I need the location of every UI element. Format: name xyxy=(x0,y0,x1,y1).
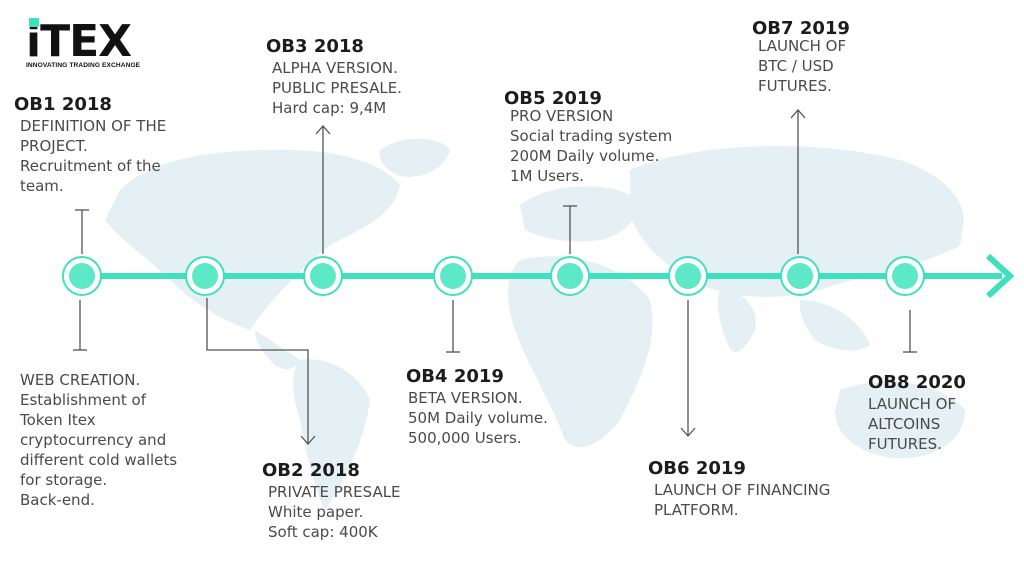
milestone-line: Back-end. xyxy=(20,491,95,509)
map-australia xyxy=(835,381,965,459)
world-map xyxy=(105,138,965,510)
node-dot xyxy=(69,263,95,289)
node-dot xyxy=(310,263,336,289)
milestone-ob6: OB6 2019 LAUNCH OF FINANCING PLATFORM. xyxy=(648,458,830,520)
connectors xyxy=(73,109,917,445)
milestone-line: cryptocurrency and xyxy=(20,431,167,449)
milestone-line: DEFINITION OF THE xyxy=(20,117,167,135)
milestone-line: LAUNCH OF xyxy=(758,37,847,55)
milestone-ob4: OB4 2019 BETA VERSION. 50M Daily volume.… xyxy=(406,366,548,448)
milestone-line: LAUNCH OF xyxy=(868,395,957,413)
logo-wordmark-text: iTEX xyxy=(26,16,132,67)
milestone-line: PROJECT. xyxy=(20,137,88,155)
milestone-line: Token Itex xyxy=(20,411,96,429)
milestone-ob7: OB7 2019 LAUNCH OF BTC / USD FUTURES. xyxy=(752,18,850,96)
milestone-line: FUTURES. xyxy=(758,77,832,95)
node-dot xyxy=(557,263,583,289)
milestone-line: 1M Users. xyxy=(510,167,585,185)
logo-wordmark: iTEX xyxy=(26,18,140,64)
milestone-line: team. xyxy=(20,177,64,195)
milestone-title: OB4 2019 xyxy=(406,366,504,387)
milestone-line: Recruitment of the xyxy=(20,157,161,175)
milestone-line: 200M Daily volume. xyxy=(510,147,660,165)
node-dot xyxy=(440,263,466,289)
connector-ob7-arrow-icon xyxy=(790,109,806,119)
milestone-title: OB5 2019 xyxy=(504,88,602,109)
milestone-line: PRIVATE PRESALE xyxy=(268,483,401,501)
connector-ob2-arrow-icon xyxy=(300,435,316,445)
map-south-america xyxy=(293,359,370,510)
connector-ob2-elbow xyxy=(206,298,309,444)
node-dot xyxy=(787,263,813,289)
milestone-ob8: OB8 2020 LAUNCH OF ALTCOINS FUTURES. xyxy=(868,372,966,454)
logo-dot xyxy=(29,18,39,27)
milestone-title: OB3 2018 xyxy=(266,36,364,57)
map-india xyxy=(717,290,756,353)
milestone-line: WEB CREATION. xyxy=(20,371,141,389)
timeline-arrow-icon xyxy=(985,253,1015,299)
timeline-node xyxy=(303,256,343,296)
milestone-line: BETA VERSION. xyxy=(408,389,523,407)
connector-ob3-arrow-icon xyxy=(315,125,331,135)
milestone-ob5: OB5 2019 PRO VERSION Social trading syst… xyxy=(504,88,672,186)
map-africa xyxy=(508,256,653,448)
timeline-node xyxy=(185,256,225,296)
milestone-line: different cold wallets xyxy=(20,451,178,469)
timeline-node xyxy=(780,256,820,296)
milestone-line: 50M Daily volume. xyxy=(408,409,548,427)
milestone-line: Soft cap: 400K xyxy=(268,523,378,541)
timeline-node xyxy=(668,256,708,296)
itex-logo: iTEX INNOVATING TRADING EXCHANGE xyxy=(26,18,141,69)
web-creation-text: WEB CREATION. Establishment of Token Ite… xyxy=(20,370,177,510)
milestone-title: OB1 2018 xyxy=(14,94,112,115)
node-dot xyxy=(892,263,918,289)
milestone-line: BTC / USD xyxy=(758,57,834,75)
milestone-line: PLATFORM. xyxy=(654,501,739,519)
map-greenland xyxy=(379,138,450,177)
milestone-ob1: OB1 2018 DEFINITION OF THE PROJECT. Recr… xyxy=(14,94,166,196)
milestone-ob2: OB2 2018 PRIVATE PRESALE White paper. So… xyxy=(262,460,401,542)
milestone-line: Hard cap: 9,4M xyxy=(272,99,387,117)
timeline-node xyxy=(433,256,473,296)
map-southeast-asia xyxy=(799,300,870,351)
timeline-node xyxy=(62,256,102,296)
timeline-node xyxy=(550,256,590,296)
timeline-node xyxy=(885,256,925,296)
milestone-line: White paper. xyxy=(268,503,364,521)
map-north-america xyxy=(105,149,400,330)
milestone-line: PUBLIC PRESALE. xyxy=(272,79,402,97)
milestone-line: ALPHA VERSION. xyxy=(272,59,398,77)
connector-ob6-arrow-icon xyxy=(680,427,696,437)
milestone-ob3: OB3 2018 ALPHA VERSION. PUBLIC PRESALE. … xyxy=(266,36,402,118)
milestone-line: ALTCOINS xyxy=(868,415,941,433)
milestone-line: Social trading system xyxy=(510,127,673,145)
timeline xyxy=(70,253,1015,299)
milestone-title: OB6 2019 xyxy=(648,458,746,479)
map-asia xyxy=(630,146,964,297)
milestone-title: OB8 2020 xyxy=(868,372,966,393)
milestone-line: Establishment of xyxy=(20,391,146,409)
milestone-line: LAUNCH OF FINANCING xyxy=(654,481,831,499)
node-dot xyxy=(192,263,218,289)
milestone-line: FUTURES. xyxy=(868,435,942,453)
milestone-line: for storage. xyxy=(20,471,108,489)
milestone-line: 500,000 Users. xyxy=(408,429,522,447)
map-japan xyxy=(938,218,962,250)
milestone-title: OB2 2018 xyxy=(262,460,360,481)
timeline-nodes xyxy=(62,256,925,296)
milestone-line: PRO VERSION xyxy=(510,107,614,125)
logo-tagline: INNOVATING TRADING EXCHANGE xyxy=(26,62,141,69)
milestone-title: OB7 2019 xyxy=(752,18,850,39)
node-dot xyxy=(675,263,701,289)
map-europe xyxy=(520,186,636,242)
